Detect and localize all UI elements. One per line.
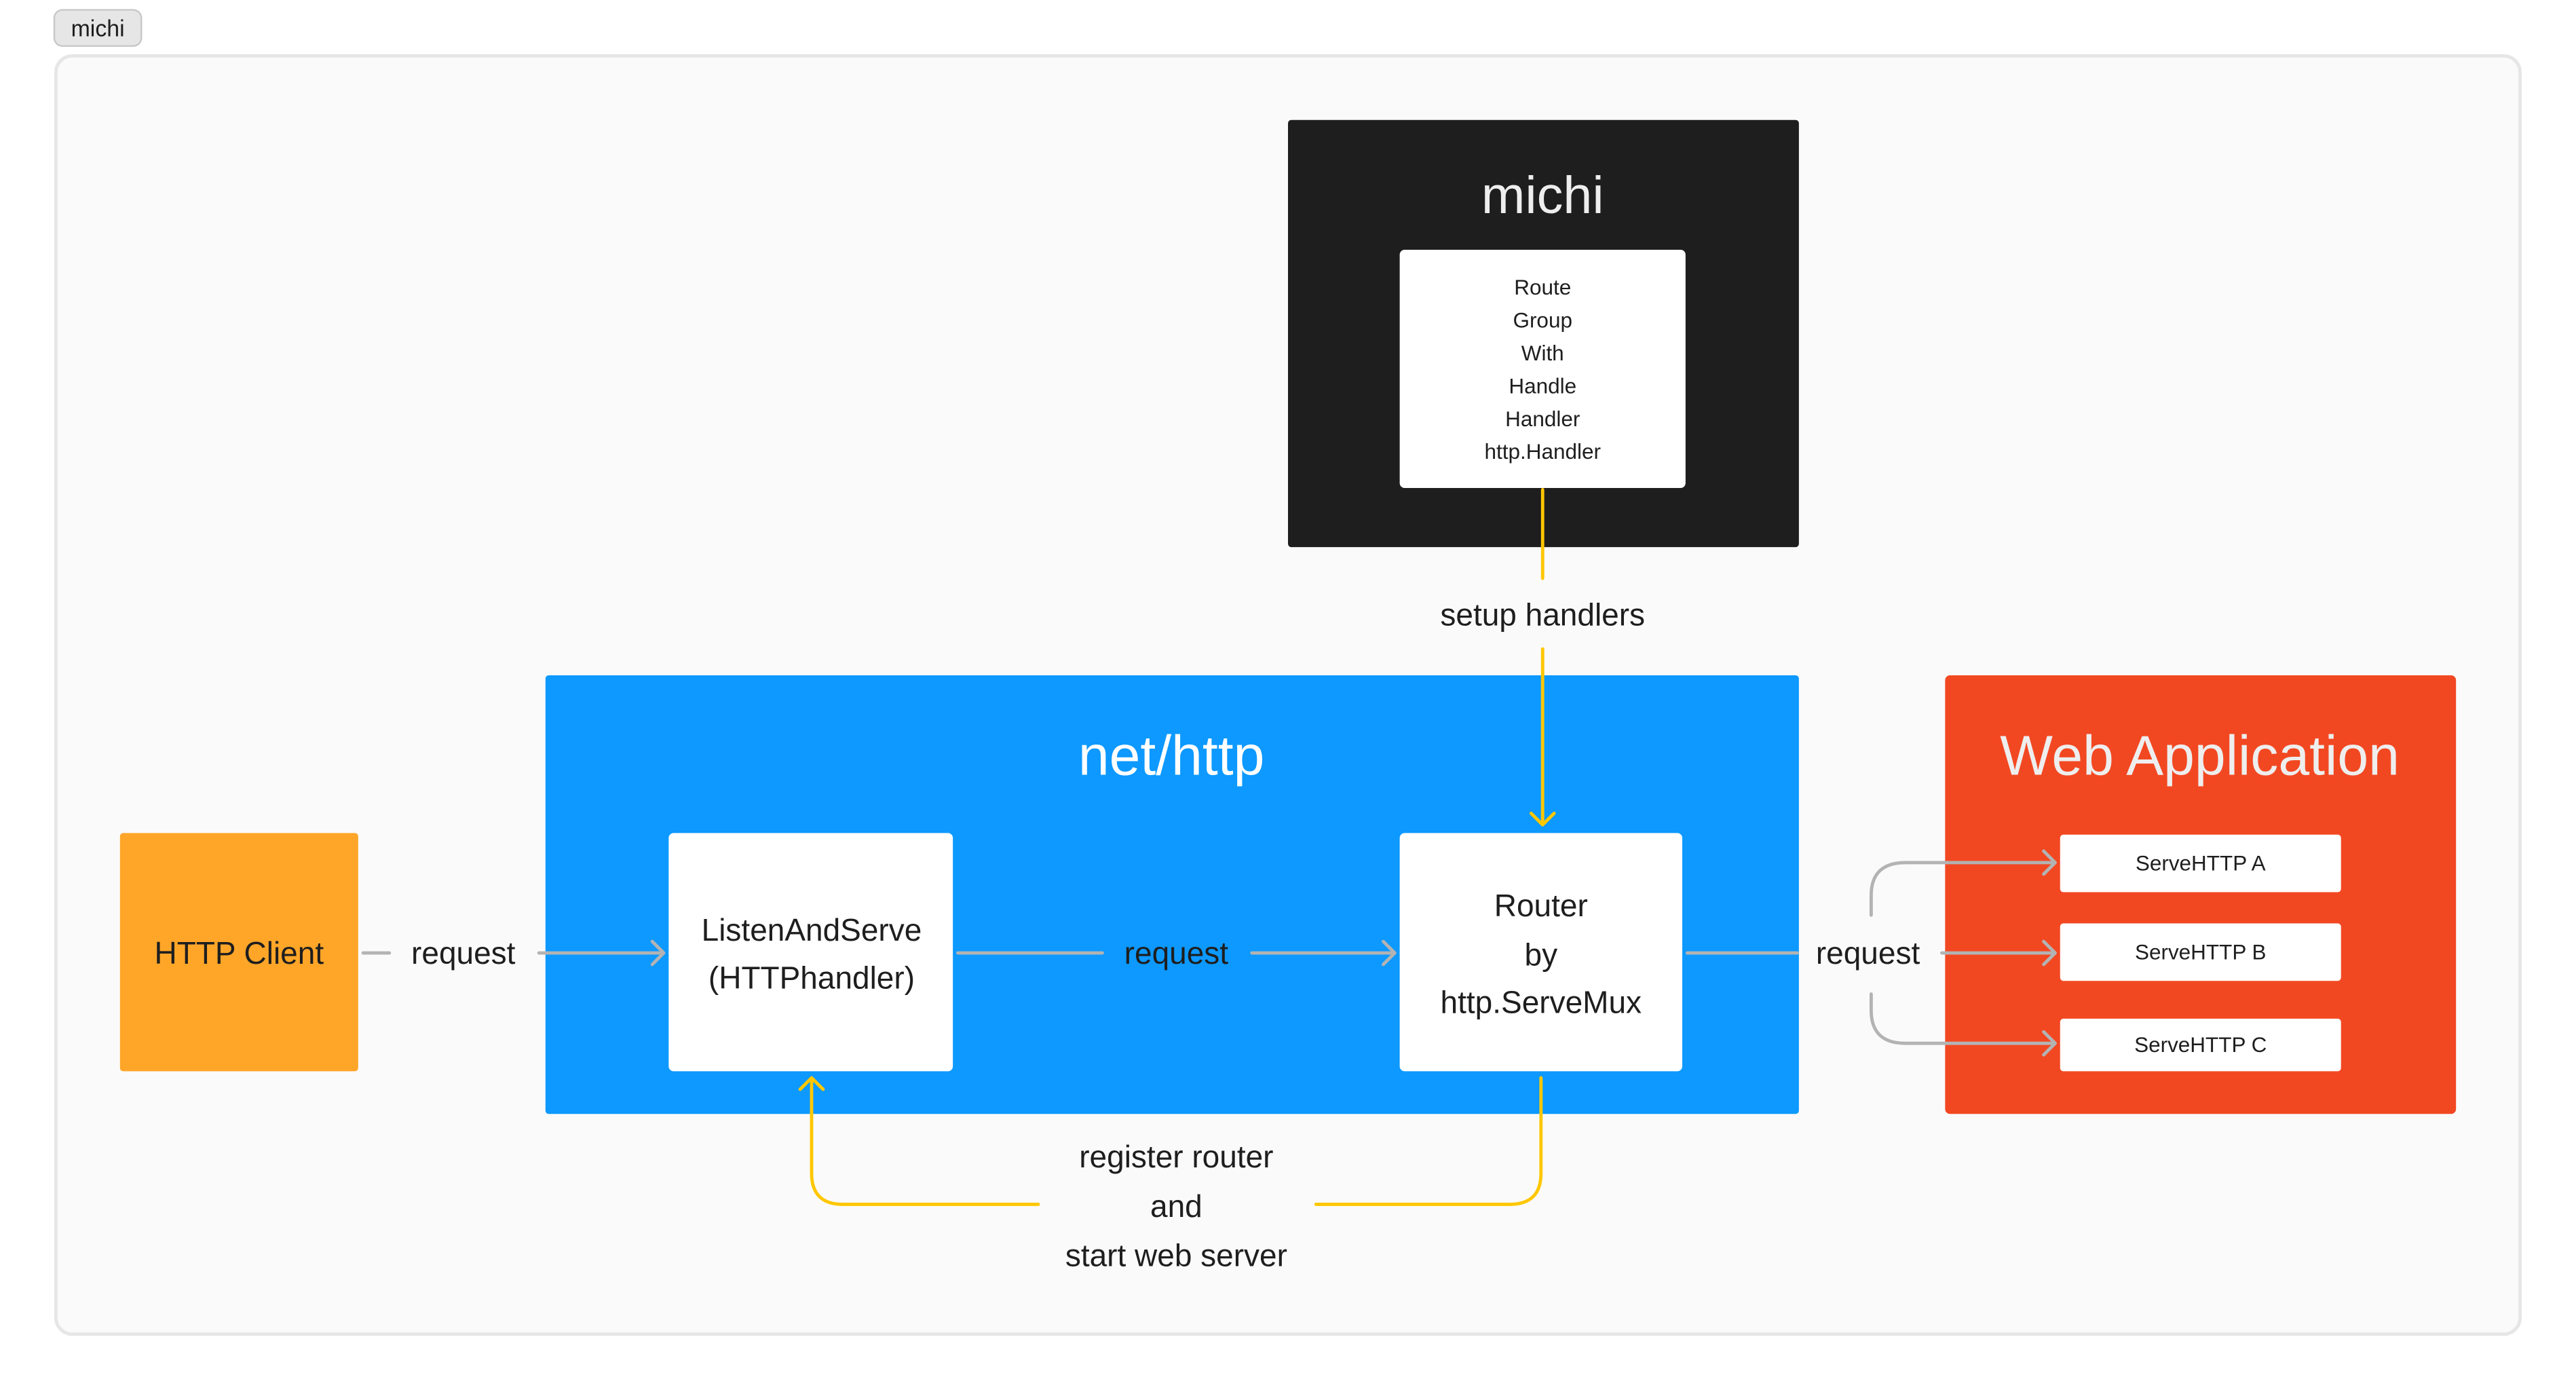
michi-box: michi Route Group With Handle Handler ht… [1288,119,1799,548]
tab-label: michi [71,16,125,41]
michi-api-box [1399,249,1686,488]
api-item: http.Handler [1485,440,1601,464]
setup-handlers-connector [1529,487,1556,827]
request-branch-c [1869,992,2057,1057]
web-app-title: Web Application [2000,725,2400,787]
register-label: start web server [1065,1237,1287,1273]
api-item: Handler [1505,407,1580,431]
router-box: Router by http.ServeMux [1399,833,1682,1072]
http-client-box: HTTP Client [119,833,358,1072]
request-label: request [1124,935,1229,971]
api-item: Route [1514,276,1571,299]
net-http-title: net/http [1078,725,1265,787]
servehttp-b-box [2060,923,2341,981]
api-item: Group [1513,309,1572,333]
request-connector [955,939,1397,966]
request-connector [361,939,666,966]
listen-and-serve-box: ListenAndServe (HTTPhandler) [668,833,953,1072]
servehttp-a-box [2060,834,2341,893]
handler-label: ServeHTTP B [2135,940,2267,964]
register-router-connector [1314,1076,1543,1206]
tab-michi[interactable]: michi [53,9,143,47]
request-connector [1685,939,2057,966]
request-label: request [411,935,516,971]
router-label: by [1525,937,1558,972]
api-item: With [1521,341,1564,365]
request-label: request [1816,935,1920,971]
handler-label: ServeHTTP A [2136,852,2266,876]
http-client-label: HTTP Client [155,935,324,971]
listen-label: (HTTPhandler) [708,960,915,995]
michi-title: michi [1481,166,1604,225]
web-application-box: Web Application ServeHTTP A ServeHTTP B … [1945,675,2457,1114]
router-label: http.ServeMux [1441,985,1642,1020]
api-item: Handle [1509,374,1576,398]
register-label: register router [1079,1139,1273,1174]
request-branch-a [1869,849,2057,917]
servehttp-c-box [2060,1018,2341,1072]
handler-label: ServeHTTP C [2134,1033,2267,1057]
router-label: Router [1494,888,1588,923]
register-label: and [1150,1188,1202,1224]
listen-label: ListenAndServe [702,912,922,947]
setup-handlers-label: setup handlers [1440,597,1645,632]
register-router-connector [798,1076,1040,1206]
net-http-box: net/http ListenAndServe (HTTPhandler) Ro… [545,675,1799,1114]
